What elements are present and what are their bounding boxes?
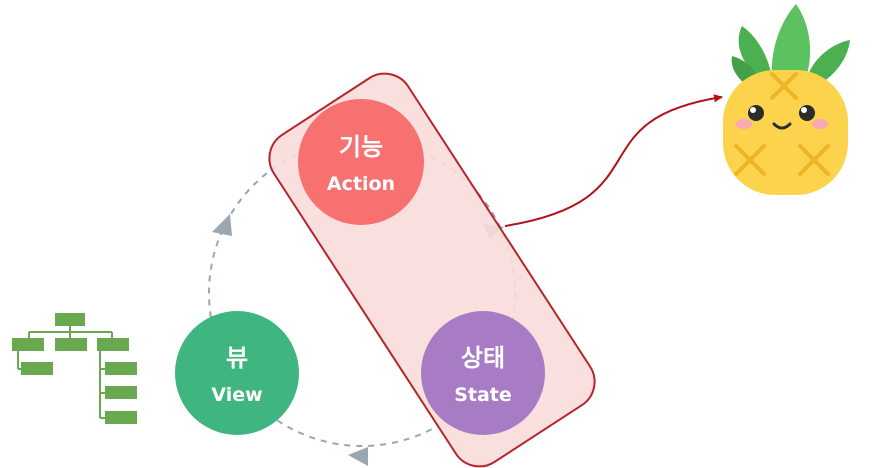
- node-view-subtitle: View: [211, 384, 262, 406]
- node-view-title: 뷰: [226, 344, 248, 372]
- node-action-circle: [298, 99, 424, 225]
- node-view: 뷰 View: [175, 311, 299, 435]
- node-state-subtitle: State: [454, 384, 512, 406]
- cycle-arrowhead-bottom: [348, 447, 368, 466]
- node-view-circle: [175, 311, 299, 435]
- node-action-title: 기능: [339, 133, 383, 161]
- node-state-title: 상태: [461, 344, 505, 372]
- node-state-circle: [421, 311, 545, 435]
- node-state: 상태 State: [421, 311, 545, 435]
- node-action-subtitle: Action: [327, 173, 395, 195]
- pineapple-mascot: [723, 4, 850, 195]
- node-action: 기능 Action: [298, 99, 424, 225]
- cycle-arrowhead-left: [212, 214, 232, 236]
- hierarchy-tree-icon: [12, 313, 137, 424]
- connector-arrow: [504, 94, 723, 227]
